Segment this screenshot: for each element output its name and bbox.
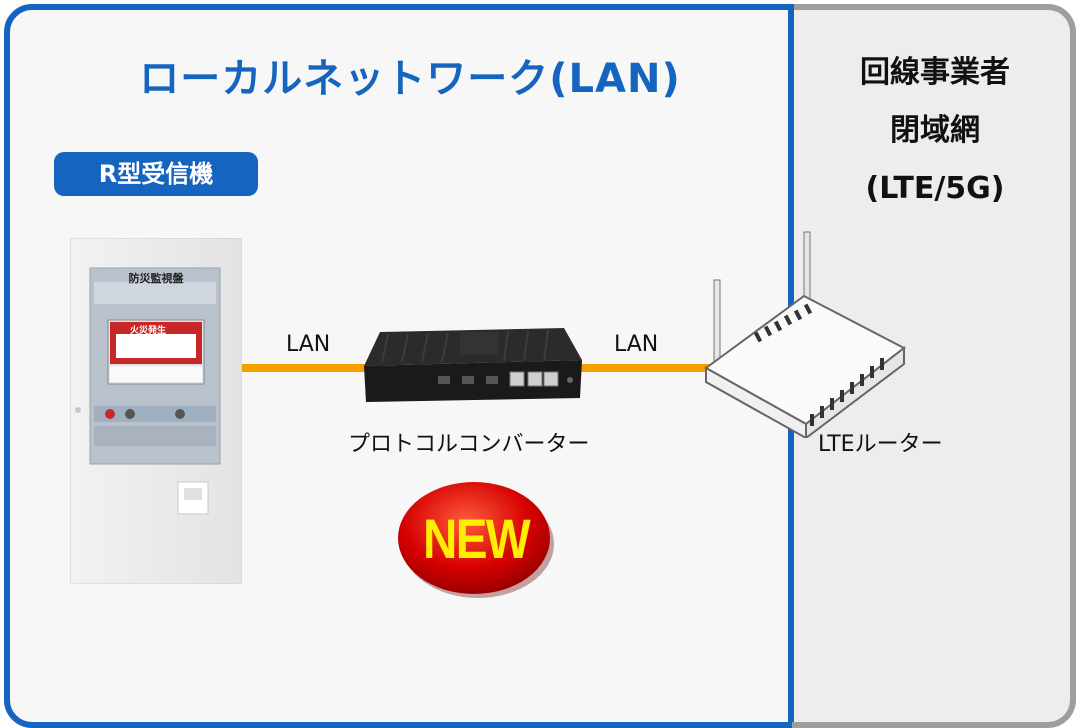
new-badge-text: NEW	[423, 507, 531, 570]
receiver-panel: 防災監視盤 火災発生	[69, 237, 243, 585]
lan-zone-title: ローカルネットワーク(LAN)	[139, 56, 681, 102]
lte-router	[700, 228, 910, 441]
new-badge-graphic	[398, 482, 554, 598]
lan-label-left: LAN	[286, 332, 331, 357]
new-badge: NEW	[396, 478, 556, 600]
receiver-alert-text: 火災発生	[130, 326, 167, 336]
receiver-panel-graphic	[69, 237, 243, 585]
protocol-converter	[358, 314, 592, 410]
wan-zone-title: 回線事業者 閉域網 (LTE/5G)	[860, 55, 1010, 206]
lan-label-right: LAN	[614, 332, 659, 357]
receiver-screen-title: 防災監視盤	[128, 272, 184, 285]
lan-cable-right	[578, 364, 718, 372]
protocol-converter-graphic	[364, 328, 582, 402]
lte-router-graphic	[704, 231, 906, 441]
receiver-badge: R型受信機	[54, 152, 258, 196]
lan-cable-left	[240, 364, 380, 372]
router-label: LTEルーター	[818, 432, 943, 457]
converter-label: プロトコルコンバーター	[348, 432, 590, 457]
